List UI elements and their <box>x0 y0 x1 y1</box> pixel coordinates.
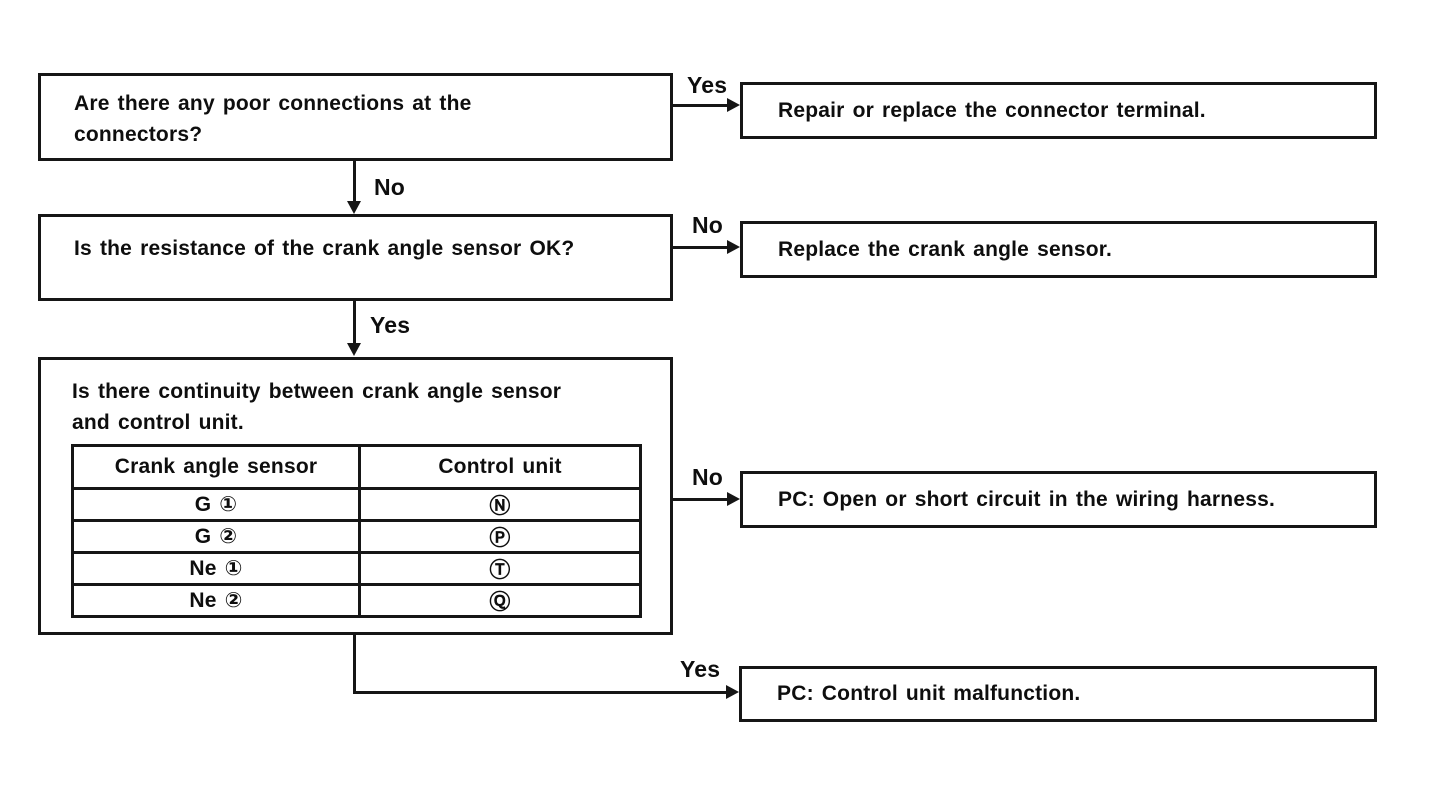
table-cell-control-terminal: Ⓠ <box>489 590 511 614</box>
branch-label-no: No <box>692 212 724 238</box>
table-cell-control-terminal: Ⓟ <box>489 526 511 550</box>
table-row: G ① Ⓝ <box>74 487 639 519</box>
table-cell-sensor-terminal: Ne ① <box>74 554 361 583</box>
arrow-right-icon <box>727 492 740 506</box>
table-cell-control-terminal: Ⓣ <box>489 558 511 582</box>
branch-label-no: No <box>692 464 724 490</box>
table-cell-sensor-terminal: G ② <box>74 522 361 551</box>
branch-label-yes: Yes <box>370 312 411 338</box>
connector-line <box>671 498 729 501</box>
connector-line <box>353 691 728 694</box>
branch-label-yes: Yes <box>687 72 728 98</box>
result-text: Replace the crank angle sensor. <box>778 237 1113 261</box>
result-box-replace-sensor: Replace the crank angle sensor. <box>740 221 1377 278</box>
arrow-right-icon <box>727 98 740 112</box>
result-box-control-unit-malfunction: PC: Control unit malfunction. <box>739 666 1377 722</box>
table-cell-sensor-terminal: G ① <box>74 490 361 519</box>
table-header-control-unit: Control unit <box>438 455 562 478</box>
question-text: Is there continuity between crank angle … <box>72 380 562 434</box>
connector-line <box>353 159 356 202</box>
branch-label-no: No <box>374 174 406 200</box>
table-row: Ne ② Ⓠ <box>74 583 639 615</box>
branch-label-yes: Yes <box>680 656 721 682</box>
question-box-continuity: Is there continuity between crank angle … <box>38 357 673 635</box>
table-header-row: Crank angle sensor Control unit <box>74 447 639 487</box>
result-text: PC: Control unit malfunction. <box>777 682 1081 705</box>
table-row: G ② Ⓟ <box>74 519 639 551</box>
table-cell-sensor-terminal: Ne ② <box>74 586 361 615</box>
arrow-down-icon <box>347 343 361 356</box>
question-text: Is the resistance of the crank angle sen… <box>74 237 575 260</box>
result-text: PC: Open or short circuit in the wiring … <box>778 487 1276 511</box>
arrow-right-icon <box>726 685 739 699</box>
arrow-down-icon <box>347 201 361 214</box>
result-box-repair-connector: Repair or replace the connector terminal… <box>740 82 1377 139</box>
connector-line <box>353 299 356 343</box>
result-text: Repair or replace the connector terminal… <box>778 98 1206 122</box>
table-row: Ne ① Ⓣ <box>74 551 639 583</box>
connector-line <box>671 246 729 249</box>
question-box-poor-connections: Are there any poor connections at the co… <box>38 73 673 161</box>
question-text: Are there any poor connections at the co… <box>74 92 472 146</box>
question-box-sensor-resistance: Is the resistance of the crank angle sen… <box>38 214 673 301</box>
arrow-right-icon <box>727 240 740 254</box>
continuity-table: Crank angle sensor Control unit G ① Ⓝ G … <box>71 444 642 618</box>
result-box-wiring-harness: PC: Open or short circuit in the wiring … <box>740 471 1377 528</box>
table-header-crank-angle-sensor: Crank angle sensor <box>74 447 361 487</box>
table-cell-control-terminal: Ⓝ <box>489 494 511 518</box>
connector-line <box>671 104 729 107</box>
connector-line <box>353 633 356 694</box>
